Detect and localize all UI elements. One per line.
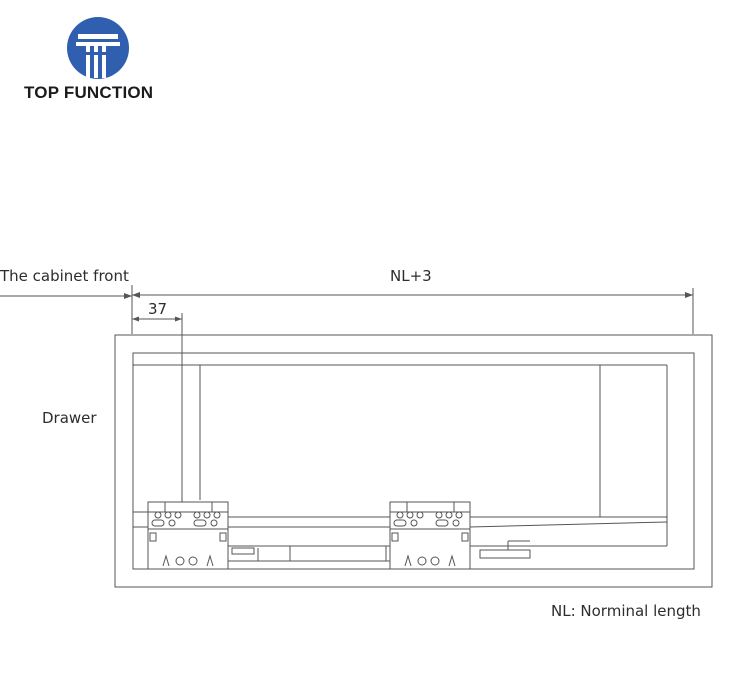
slide-runner-rear [479,549,531,559]
overall-dimension-label: NL+3 [390,267,432,285]
cabinet-front-label: The cabinet front [0,267,129,285]
offset-dimension-label: 37 [148,300,168,318]
slide-runner [289,545,387,562]
brand-logo [20,10,180,110]
cabinet-outer-frame [114,334,713,588]
dimension-arrowheads [124,292,693,322]
brand-name: TOP FUNCTION [24,83,154,102]
front-locking-device [147,501,229,570]
rear-locking-device [389,501,471,570]
logo-emblem-icon [67,17,129,79]
drawer-label: Drawer [42,409,97,427]
legend-note: NL: Norminal length [551,602,701,620]
